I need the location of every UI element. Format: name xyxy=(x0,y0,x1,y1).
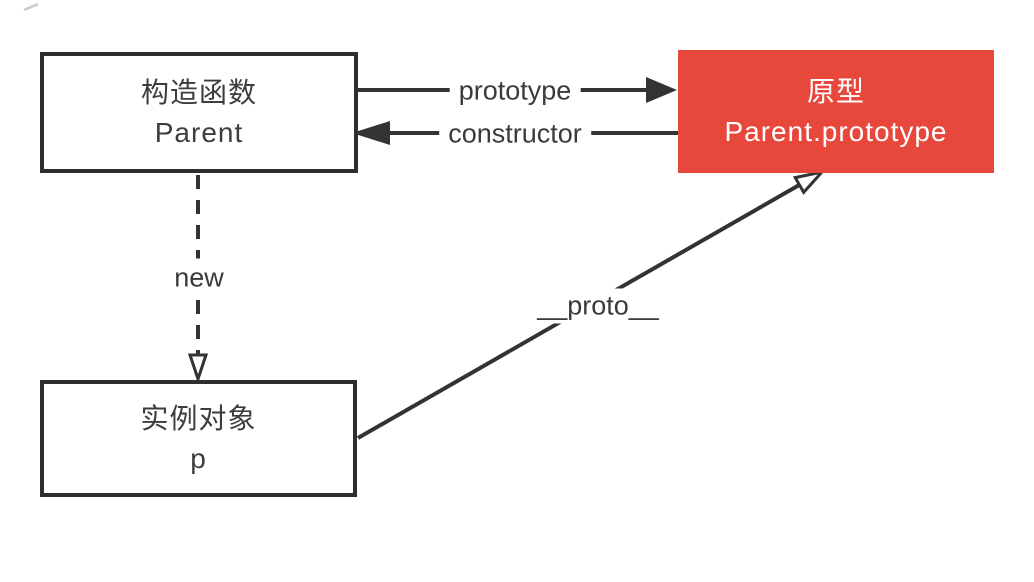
prototype-box-label-en: Parent.prototype xyxy=(724,115,948,147)
stray-mark xyxy=(23,2,39,12)
instance-object-box: 实例对象 p xyxy=(40,380,357,497)
constructor-arrowhead-icon xyxy=(352,121,390,145)
prototype-object-box: 原型 Parent.prototype xyxy=(678,50,994,173)
proto-edge-label: __proto__ xyxy=(527,288,669,324)
constructor-edge-label: constructor xyxy=(439,118,591,150)
prototype-arrowhead-icon xyxy=(646,77,677,103)
instance-box-label-cn: 实例对象 xyxy=(140,402,257,434)
new-arrowhead-icon xyxy=(187,353,209,384)
constructor-function-box: 构造函数 Parent xyxy=(40,52,358,173)
prototype-edge-label: prototype xyxy=(449,75,581,107)
new-edge-label: new xyxy=(165,258,233,298)
constructor-box-label-cn: 构造函数 xyxy=(140,76,257,108)
proto-arrowhead-icon xyxy=(792,169,827,195)
constructor-box-label-en: Parent xyxy=(154,116,244,148)
instance-box-label-en: p xyxy=(190,442,207,474)
prototype-box-label-cn: 原型 xyxy=(806,75,865,107)
